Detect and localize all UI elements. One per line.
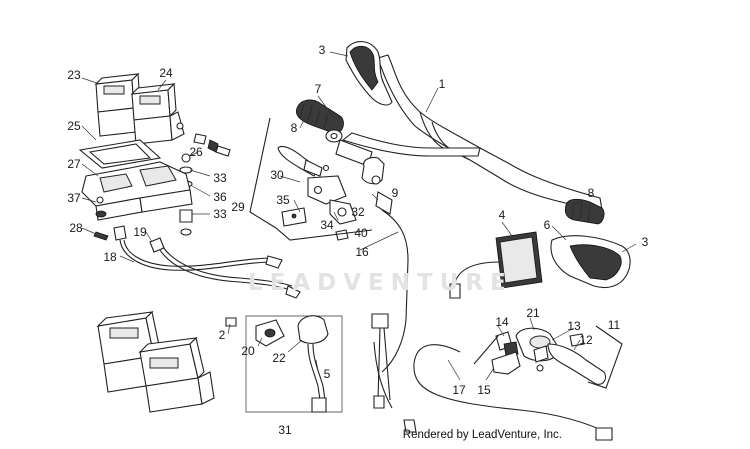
callout-label: 1 — [438, 77, 446, 91]
instrument-housing-lower-drawing — [96, 310, 215, 413]
callout-label: 34 — [320, 218, 334, 232]
callout-label: 8 — [587, 186, 595, 200]
callout-label: 7 — [314, 82, 322, 96]
callout-label: 4 — [498, 208, 506, 222]
callout-label: 28 — [69, 221, 83, 235]
callout-label: 5 — [323, 367, 331, 381]
callout-label: 15 — [477, 383, 491, 397]
leader-lines — [81, 51, 637, 381]
callout-label: 8 — [290, 121, 298, 135]
grip-left-drawing — [295, 99, 344, 135]
handlebar-drawing — [341, 54, 603, 211]
callout-label: 21 — [526, 306, 540, 320]
grip-right-drawing — [564, 198, 605, 225]
callout-label: 35 — [276, 193, 290, 207]
callout-label: 12 — [579, 333, 593, 347]
brake-assembly-drawing — [473, 325, 623, 389]
callout-label: 18 — [103, 250, 117, 264]
mirror-drawing — [449, 231, 543, 299]
callout-label: 36 — [213, 190, 227, 204]
callout-label: 33 — [213, 207, 227, 221]
callout-label: 13 — [567, 319, 581, 333]
callout-label: 3 — [641, 235, 649, 249]
callout-label: 31 — [278, 423, 292, 437]
credit-text: Rendered by LeadVenture, Inc. — [402, 429, 562, 441]
callout-label: 6 — [543, 218, 551, 232]
callout-label: 37 — [67, 191, 81, 205]
callout-label: 17 — [452, 383, 466, 397]
callout-label: 11 — [607, 318, 621, 332]
callout-label: 23 — [67, 68, 81, 82]
callout-label: 40 — [354, 226, 368, 240]
callout-label: 20 — [241, 344, 255, 358]
callout-label: 26 — [189, 145, 203, 159]
callout-label: 9 — [391, 186, 399, 200]
callout-label: 33 — [213, 171, 227, 185]
callout-label: 25 — [67, 119, 81, 133]
instrument-bracket-drawing — [78, 139, 193, 241]
callout-label: 32 — [351, 205, 365, 219]
cables-drawing — [371, 313, 613, 441]
hand-guard-left-drawing — [345, 41, 393, 106]
switch-box-drawing — [225, 315, 343, 413]
callout-label: 29 — [231, 200, 245, 214]
callout-label: 16 — [355, 245, 369, 259]
speedo-cables-drawing — [113, 225, 301, 299]
throttle-tube-drawing — [325, 129, 409, 373]
instrument-cluster-drawing — [94, 72, 185, 145]
callout-label: 19 — [133, 225, 147, 239]
callout-label: 22 — [272, 351, 286, 365]
callout-label: 30 — [270, 168, 284, 182]
callout-label: 27 — [67, 157, 81, 171]
watermark: LEADVENTURE — [248, 270, 513, 296]
callout-label: 2 — [218, 328, 226, 342]
callout-label: 14 — [495, 315, 509, 329]
callout-label: 3 — [318, 43, 326, 57]
clutch-assembly-drawing — [249, 117, 373, 241]
hand-guard-right-drawing — [550, 235, 631, 289]
callout-label: 24 — [159, 66, 173, 80]
